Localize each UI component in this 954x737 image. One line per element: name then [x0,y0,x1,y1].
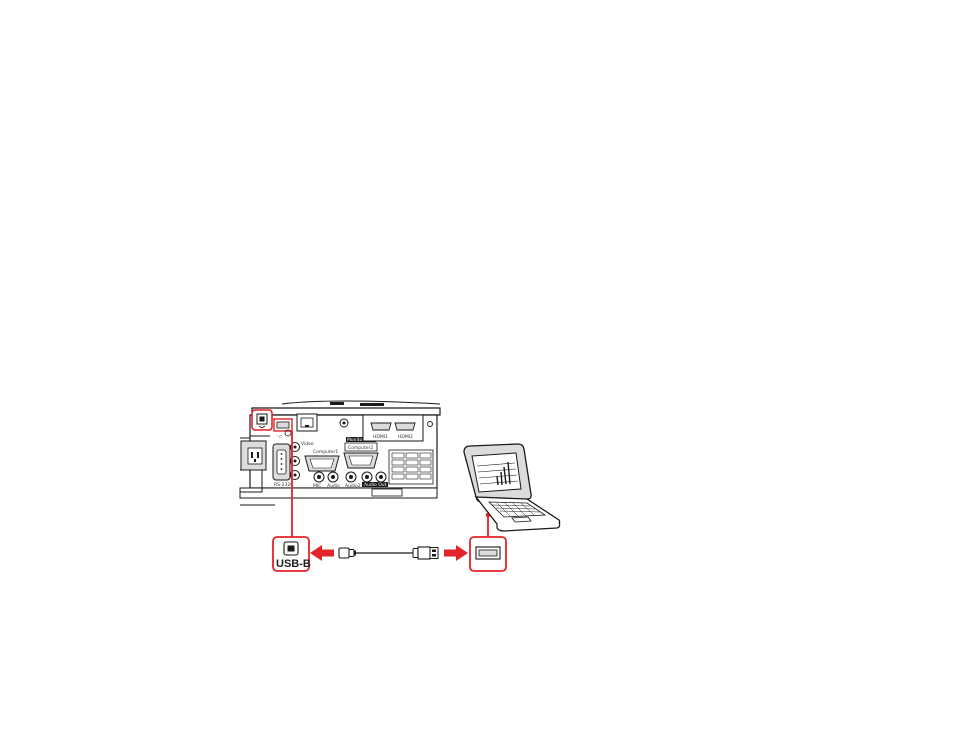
ac-inlet [240,440,267,471]
computer1-label: Computer1 [313,449,338,455]
usb-cable-icon [338,546,439,560]
mic-label: MIC [313,483,321,489]
hdmi2-label: HDMI2 [398,434,413,440]
monitor-out-label: Monitor Out [347,437,374,443]
computer1-vga-port: Computer1 [304,449,340,472]
computer2-vga-port: Monitor Out Computer2 [343,437,379,469]
computer2-label: Computer2 [348,445,373,451]
hdmi1-label: HDMI1 [373,434,388,440]
audio-label: Audio [327,483,340,489]
usb-b-callout: USB-B [272,536,311,572]
projector-usb-b-port [251,409,273,431]
rs232c-port: RS-232C [272,443,293,488]
arrow-right-icon [444,545,468,561]
projector-back-panel: RS-232C ◦⊂ V [239,400,441,506]
laptop-icon [463,443,561,537]
usb-b-port-icon [283,541,299,556]
hdmi-ports: HDMI1 HDMI2 [362,414,424,442]
usb-a-callout [469,536,507,572]
rs232c-label: RS-232C [274,482,293,488]
audio-out-label: Audio Out [364,482,387,488]
audio-jacks: MIC Audio Audio2 Audio Out [313,471,388,489]
audio2-label: Audio2 [345,483,361,489]
usb-b-label: USB-B [276,558,311,570]
svg-text:◦⊂: ◦⊂ [276,435,283,440]
arrow-left-icon [310,545,334,561]
video-label: Video [301,441,314,447]
projector-usb-a-port: ◦⊂ [273,418,293,440]
projector-lan-port [296,413,318,432]
vent-grid [388,449,434,485]
usb-a-port-icon [475,546,501,560]
